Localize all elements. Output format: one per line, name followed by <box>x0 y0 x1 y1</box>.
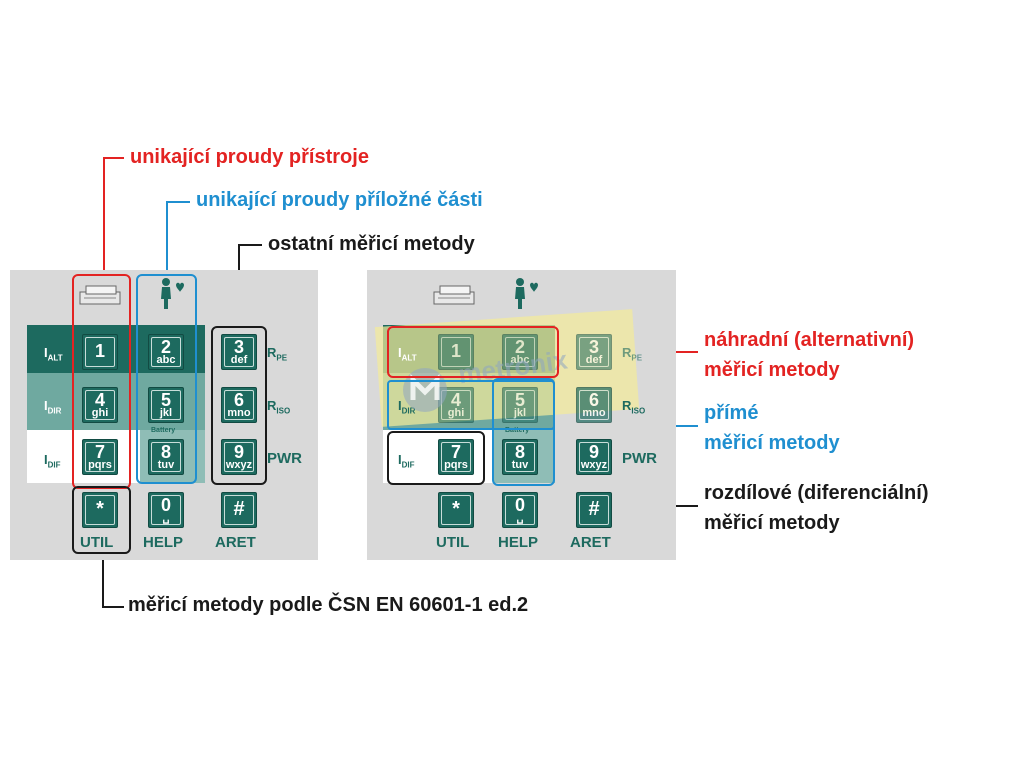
key-1-right[interactable]: 1 <box>438 334 474 370</box>
callout-differential-line2: měřicí metody <box>704 512 840 534</box>
patient-icon <box>161 278 184 309</box>
callout-other-methods: ostatní měřicí metody <box>268 233 475 255</box>
callout-differential: rozdílové (diferenciální) měřicí metody <box>704 478 928 538</box>
callout-differential-line1: rozdílové (diferenciální) <box>704 482 929 504</box>
label-riso-right: RISO <box>622 398 646 416</box>
box-direct-col <box>492 378 555 486</box>
label-idir: IDIR <box>44 398 62 416</box>
label-aret: ARET <box>215 534 256 551</box>
label-pwr: PWR <box>267 450 302 467</box>
callout-alternative-line1: náhradní (alternativní) <box>704 329 915 351</box>
battery-label: Battery <box>151 427 176 434</box>
callout-direct-line1: přímé <box>704 402 759 424</box>
label-riso: RISO <box>267 398 291 416</box>
device-icon <box>79 285 121 305</box>
key-0-right[interactable]: 0␣ <box>502 492 538 528</box>
label-util-right: UTIL <box>436 534 470 551</box>
box-alternative <box>387 326 559 378</box>
callout-direct-line2: měřicí metody <box>704 432 840 454</box>
key-0[interactable]: 0␣ <box>148 492 184 528</box>
callout-applied-part-leakage: unikající proudy příložné části <box>196 189 483 211</box>
box-applied-part <box>136 274 197 484</box>
label-util: UTIL <box>80 534 114 551</box>
label-help: HELP <box>143 534 184 551</box>
key-hash-right[interactable]: # <box>576 492 612 528</box>
box-util <box>72 486 131 554</box>
box-differential <box>387 431 485 485</box>
callout-standard-methods: měřicí metody podle ČSN EN 60601-1 ed.2 <box>128 594 529 616</box>
key-star-right[interactable]: * <box>438 492 474 528</box>
box-other-methods <box>211 326 267 485</box>
label-idif-right: IDIF <box>398 452 415 470</box>
label-rpe-right: RPE <box>622 345 643 363</box>
label-pwr-right: PWR <box>622 450 657 467</box>
watermark-logo-icon <box>403 368 447 412</box>
patient-icon-right <box>515 278 538 309</box>
battery-label-right: Battery <box>505 427 530 434</box>
label-ialt-right: IALT <box>398 345 417 363</box>
callout-direct: přímé měřicí metody <box>704 398 840 458</box>
key-1[interactable]: 1 <box>82 334 118 370</box>
label-aret-right: ARET <box>570 534 611 551</box>
label-rpe: RPE <box>267 345 288 363</box>
label-idir-right: IDIR <box>398 398 416 416</box>
device-icon-right <box>433 285 475 305</box>
box-device-leakage <box>72 274 131 489</box>
callout-alternative-line2: měřicí metody <box>704 359 840 381</box>
label-ialt: IALT <box>44 345 63 363</box>
callout-device-leakage: unikající proudy přístroje <box>130 146 369 168</box>
label-idif: IDIF <box>44 452 61 470</box>
key-hash[interactable]: # <box>221 492 257 528</box>
callout-alternative: náhradní (alternativní) měřicí metody <box>704 325 914 385</box>
label-help-right: HELP <box>498 534 539 551</box>
key-star[interactable]: * <box>82 492 118 528</box>
